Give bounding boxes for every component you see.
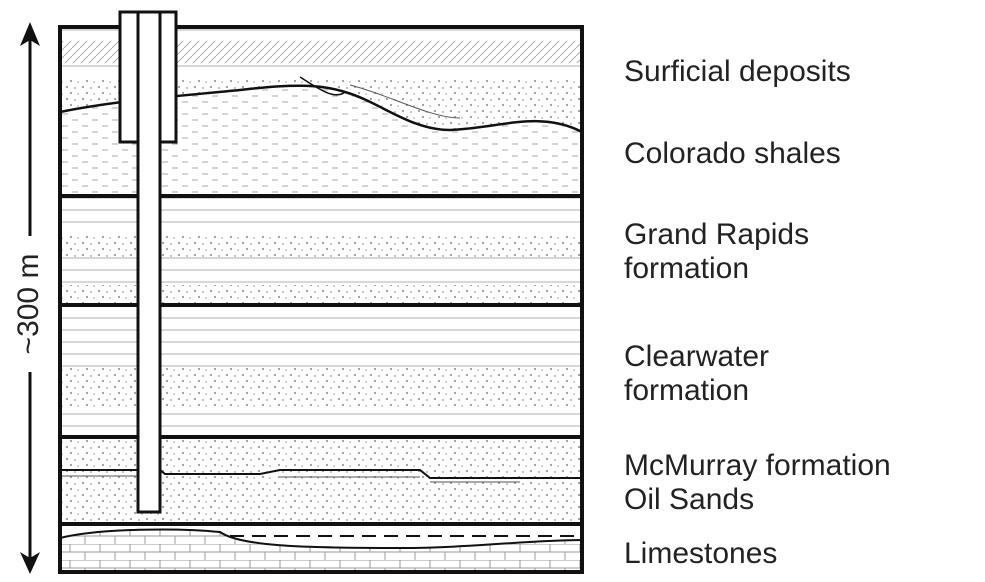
- label-line: Clearwater: [624, 340, 770, 373]
- label-line: McMurray formation: [624, 449, 891, 482]
- label-line: Grand Rapids: [624, 218, 810, 251]
- label-line: formation: [624, 374, 750, 407]
- label-line: formation: [624, 252, 750, 285]
- label-colorado-shales: Colorado shales: [624, 137, 841, 171]
- label-grand-rapids: Grand Rapids formation: [624, 218, 809, 286]
- layer-limestone: [59, 524, 583, 572]
- arrow-up-icon: [20, 22, 40, 46]
- arrow-down-icon: [20, 552, 40, 574]
- label-line: Limestones: [624, 537, 778, 570]
- label-limestones: Limestones: [624, 537, 777, 571]
- label-line: Colorado shales: [624, 137, 841, 170]
- depth-label: ~300 m: [12, 254, 45, 355]
- label-mcmurray: McMurray formation Oil Sands: [624, 449, 891, 517]
- depth-arrow: ~300 m: [12, 22, 45, 574]
- label-line: Oil Sands: [624, 483, 755, 516]
- label-clearwater: Clearwater formation: [624, 340, 769, 408]
- label-line: Surficial deposits: [624, 55, 851, 88]
- label-surficial-deposits: Surficial deposits: [624, 55, 851, 89]
- well-casing: [118, 10, 178, 514]
